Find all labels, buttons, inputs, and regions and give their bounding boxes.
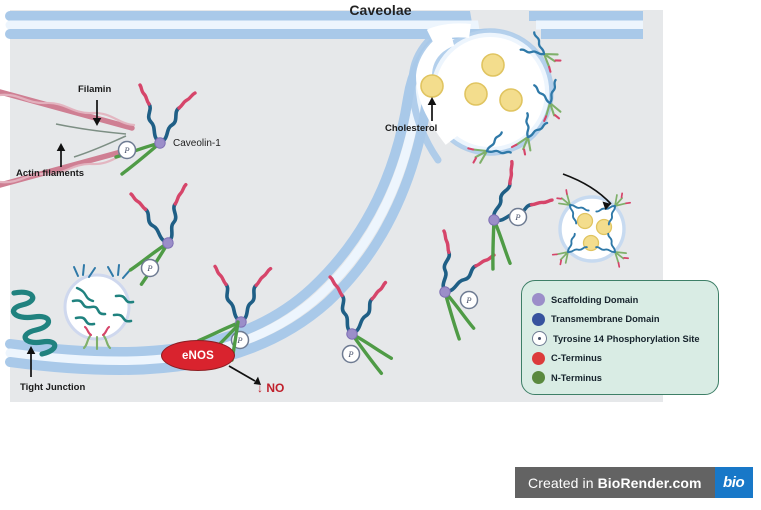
filamin-linkers — [55, 123, 127, 158]
legend-item-transmembrane-domain: Transmembrane Domain — [532, 310, 718, 330]
enos-node: eNOS — [161, 340, 235, 371]
actin-callout-arrow — [56, 143, 66, 167]
biorender-text: Created in BioRender.com — [515, 467, 715, 498]
cholesterol-free-molecule — [420, 74, 444, 98]
enos-to-no-arrow — [228, 365, 261, 385]
legend-item-n-terminus: N-Terminus — [532, 368, 718, 388]
label-tight-junction: Tight Junction — [20, 382, 86, 393]
biorender-watermark[interactable]: Created in BioRender.com bio — [515, 467, 753, 498]
legend-item-c-terminus: C-Terminus — [532, 349, 718, 369]
blue-circle-icon — [532, 312, 545, 326]
legend-label: Scaffolding Domain — [551, 294, 639, 305]
red-circle-icon — [532, 351, 545, 365]
green-circle-icon — [532, 371, 545, 385]
label-caveolin-1: Caveolin-1 — [173, 138, 221, 149]
legend-item-tyrosine-phosphorylation-site: Tyrosine 14 Phosphorylation Site — [532, 329, 718, 349]
biorender-logo-icon: bio — [714, 467, 753, 498]
enos-label: eNOS — [181, 349, 215, 362]
no-label: NO — [266, 381, 285, 395]
no-down-arrow-icon: ↓ — [257, 381, 263, 395]
biorender-prefix: Created in — [528, 474, 594, 491]
cholesterol-group-caveola — [464, 53, 523, 112]
purple-circle-icon — [532, 293, 545, 307]
legend-label: Tyrosine 14 Phosphorylation Site — [553, 333, 700, 344]
legend-panel: Scaffolding Domain Transmembrane Domain … — [521, 280, 719, 395]
cholesterol-callout-arrow — [427, 97, 437, 121]
biorender-brand: BioRender.com — [597, 474, 702, 491]
budded-caveolar-vesicle — [550, 187, 633, 269]
legend-label: N-Terminus — [551, 372, 602, 383]
tight-junction-vesicle — [63, 264, 135, 351]
label-filamin: Filamin — [78, 84, 112, 95]
legend-label: Transmembrane Domain — [551, 314, 660, 325]
tight-junction-strand — [10, 289, 58, 357]
legend-item-scaffolding-domain: Scaffolding Domain — [532, 290, 718, 310]
label-actin-filaments: Actin filaments — [16, 168, 85, 179]
filamin-callout-arrow — [92, 100, 102, 126]
no-output-label: ↓ NO — [257, 381, 284, 395]
tight-junction-callout-arrow — [26, 346, 36, 377]
budding-arrow — [562, 173, 612, 205]
legend-label: C-Terminus — [551, 353, 602, 364]
label-cholesterol: Cholesterol — [385, 123, 438, 134]
phospho-circle-icon — [532, 331, 547, 347]
page-title: Caveolae — [349, 2, 412, 18]
